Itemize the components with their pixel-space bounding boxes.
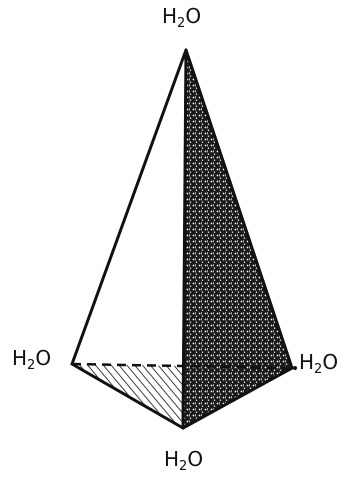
vertex-label-right: H2O (299, 352, 338, 376)
shaded-face (181, 48, 294, 430)
label-right-subscript: 2 (314, 362, 323, 377)
label-top-subscript: 2 (177, 16, 186, 31)
label-top-suffix: O (185, 4, 202, 28)
label-left-suffix: O (35, 346, 52, 370)
edge-top-right (184, 48, 294, 370)
label-bottom-suffix: O (187, 447, 204, 471)
vertex-label-top: H2O (162, 6, 201, 30)
label-bottom-subscript: 2 (179, 459, 188, 474)
edge-top-bottom (181, 48, 188, 430)
edge-left-bottom (70, 362, 185, 430)
vertex-label-bottom: H2O (164, 449, 203, 473)
label-top-element: H (162, 4, 178, 28)
label-right-element: H (299, 350, 315, 374)
edge-top-left (70, 48, 188, 366)
label-left-element: H (12, 346, 28, 370)
vertex-label-left: H2O (12, 348, 51, 372)
edge-bottom-right (181, 366, 294, 430)
label-right-suffix: O (322, 350, 339, 374)
label-left-subscript: 2 (27, 358, 36, 373)
vertex-dot-right (293, 366, 297, 370)
label-bottom-element: H (164, 447, 180, 471)
